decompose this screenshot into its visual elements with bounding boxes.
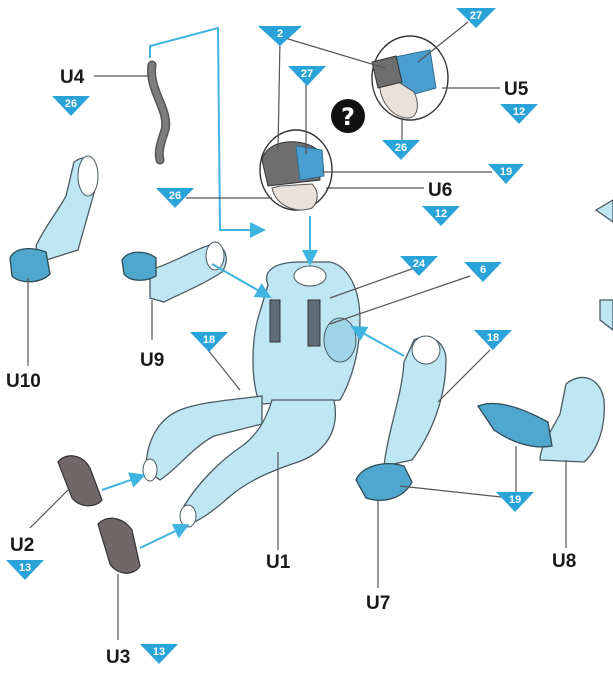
hose-part-u4 — [152, 65, 166, 160]
paint-badge: 12 — [500, 104, 538, 124]
help-icon: ? — [331, 99, 365, 133]
label-u9: U9 — [140, 350, 164, 371]
paint-badge: 2 — [258, 26, 302, 46]
label-u6: U6 — [428, 180, 452, 201]
label-u7: U7 — [366, 593, 390, 614]
paint-badge: 24 — [400, 256, 438, 276]
badge-26-u6: 26 — [169, 190, 181, 202]
label-u3: U3 — [106, 647, 130, 668]
help-symbol: ? — [341, 103, 355, 131]
paint-badge: 13 — [140, 644, 178, 664]
badge-13-u2: 13 — [19, 562, 31, 574]
label-u5: U5 — [504, 79, 529, 100]
helmet-part-u5 — [372, 36, 448, 120]
badge-27-mid: 27 — [301, 68, 313, 80]
paint-badge: 19 — [488, 164, 524, 184]
badge-18-arm: 18 — [487, 332, 499, 344]
badge-26-u5: 26 — [395, 142, 407, 154]
arrow-u7-to-body — [354, 328, 404, 356]
badge-6: 6 — [480, 264, 486, 276]
badge-18-body: 18 — [203, 334, 215, 346]
arrow-u2-to-leg — [102, 476, 142, 490]
boot-part-u2 — [58, 456, 102, 506]
badge-12-u6: 12 — [435, 208, 447, 220]
arrow-u9-to-body — [212, 264, 268, 296]
paint-badge: 26 — [382, 140, 420, 160]
arm-part-u10 — [10, 156, 98, 282]
badge-2: 2 — [277, 28, 283, 40]
arm-part-u9 — [122, 242, 226, 302]
label-u1: U1 — [266, 552, 291, 573]
badge-13-u3: 13 — [153, 646, 165, 658]
badge-19-u7: 19 — [509, 494, 521, 506]
badge-27-top: 27 — [470, 10, 482, 22]
label-u8: U8 — [552, 551, 576, 572]
suit-body-part-u1 — [143, 262, 360, 527]
paint-badge: 18 — [474, 330, 512, 350]
paint-badge: 18 — [190, 332, 228, 352]
paint-badge: 6 — [464, 262, 502, 282]
paint-badge: 19 — [496, 492, 534, 512]
paint-badge: 13 — [6, 560, 44, 580]
paint-badge: 26 — [52, 96, 90, 116]
label-u4: U4 — [60, 67, 85, 88]
paint-badge: 12 — [422, 206, 460, 226]
paint-badge: 27 — [288, 66, 326, 86]
label-u10: U10 — [6, 371, 41, 392]
arm-part-u7 — [356, 336, 446, 500]
badge-26-u4: 26 — [65, 98, 77, 110]
label-u2: U2 — [10, 535, 34, 556]
arrow-u3-to-leg — [140, 526, 186, 548]
badge-12-u5: 12 — [513, 106, 525, 118]
paint-badge: 27 — [456, 8, 496, 28]
badge-19-u6: 19 — [500, 166, 512, 178]
badge-24: 24 — [413, 258, 426, 270]
boot-part-u3 — [98, 518, 140, 573]
